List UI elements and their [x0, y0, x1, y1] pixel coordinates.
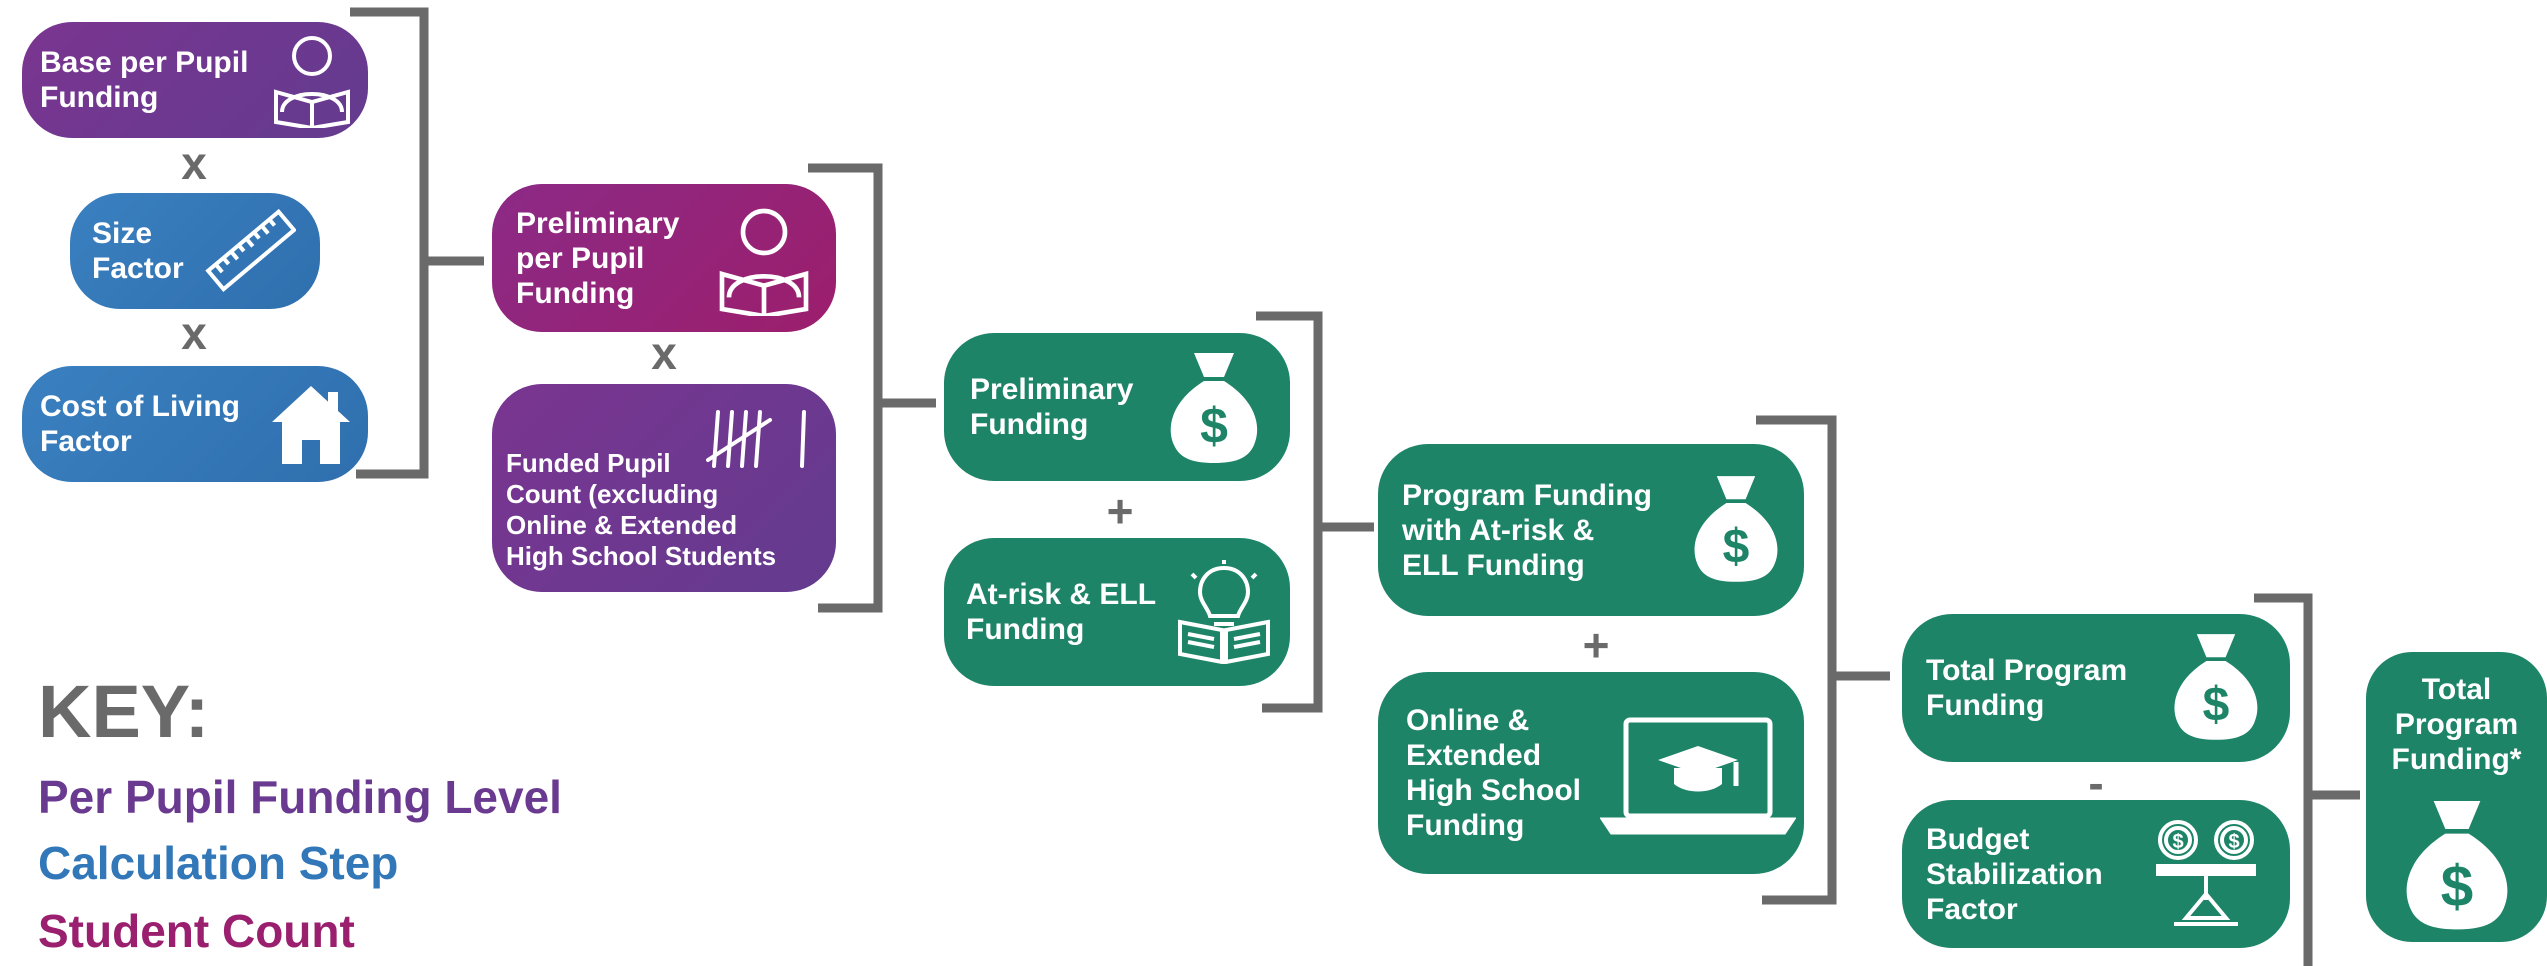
online-extended-hs-funding-node: Online & Extended High School Funding — [1378, 672, 1804, 874]
cost-of-living-factor-label: Cost of Living Factor — [40, 390, 240, 458]
student-reading-icon — [714, 204, 814, 316]
total-program-funding-node: Total Program Funding $ — [1902, 614, 2290, 762]
bracket-level-4 — [1756, 415, 1837, 905]
key-student-count: Student Count — [38, 905, 355, 957]
ruler-icon — [200, 207, 296, 297]
house-icon — [268, 382, 354, 466]
svg-text:$: $ — [1723, 521, 1750, 574]
student-reading-icon — [270, 32, 354, 128]
size-factor-label: Size Factor — [92, 217, 184, 285]
plus-operator-2: + — [1582, 619, 1610, 671]
total-program-funding-final-node: Total Program Funding* $ — [2366, 652, 2547, 942]
bracket-level-2 — [808, 163, 883, 613]
plus-operator-1: + — [1106, 485, 1134, 537]
budget-stabilization-factor-label: Budget Stabilization Factor — [1926, 822, 2103, 926]
money-bag-icon: $ — [1688, 470, 1784, 586]
preliminary-funding-node: Preliminary Funding $ — [944, 333, 1290, 481]
multiply-operator-1: x — [181, 137, 207, 189]
size-factor-node: Size Factor — [70, 193, 320, 309]
bracket-level-1 — [350, 7, 429, 479]
balance-scale-coins-icon: $ $ — [2150, 818, 2262, 928]
at-risk-ell-funding-node: At-risk & ELL Funding — [944, 538, 1290, 686]
base-per-pupil-funding-label: Base per Pupil Funding — [40, 46, 249, 114]
total-program-funding-label: Total Program Funding — [1926, 654, 2128, 722]
money-bag-icon: $ — [2168, 628, 2264, 744]
bracket-level-5 — [2254, 593, 2313, 966]
tally-marks-icon — [706, 404, 816, 474]
preliminary-per-pupil-funding-node: Preliminary per Pupil Funding — [492, 184, 836, 332]
key-per-pupil-funding-level: Per Pupil Funding Level — [38, 771, 562, 823]
money-bag-icon: $ — [2398, 794, 2516, 934]
bracket-level-3 — [1256, 311, 1323, 713]
svg-text:$: $ — [2441, 854, 2473, 919]
svg-text:$: $ — [2172, 831, 2183, 853]
laptop-graduation-cap-icon — [1600, 716, 1796, 836]
svg-text:$: $ — [2228, 831, 2239, 853]
multiply-operator-2: x — [181, 307, 207, 359]
key-title: KEY: — [38, 670, 210, 753]
total-program-funding-final-label: Total Program Funding* — [2391, 673, 2522, 776]
multiply-operator-3: x — [651, 327, 677, 379]
budget-stabilization-factor-node: Budget Stabilization Factor $ $ — [1902, 800, 2290, 948]
money-bag-icon: $ — [1164, 347, 1264, 467]
preliminary-funding-label: Preliminary Funding — [970, 373, 1134, 441]
key-calculation-step: Calculation Step — [38, 837, 399, 889]
program-funding-with-at-risk-node: Program Funding with At-risk & ELL Fundi… — [1378, 444, 1804, 616]
funded-pupil-count-label: Funded Pupil Count (excluding Online & E… — [506, 448, 777, 571]
online-extended-hs-funding-label: Online & Extended High School Funding — [1406, 704, 1581, 842]
program-funding-with-at-risk-label: Program Funding with At-risk & ELL Fundi… — [1402, 478, 1652, 582]
svg-text:$: $ — [2203, 679, 2230, 732]
lightbulb-book-icon — [1176, 560, 1272, 664]
preliminary-per-pupil-funding-label: Preliminary per Pupil Funding — [516, 206, 680, 310]
funded-pupil-count-node: Funded Pupil Count (excluding Online & E… — [492, 384, 836, 592]
cost-of-living-factor-node: Cost of Living Factor — [22, 366, 368, 482]
svg-text:$: $ — [1200, 398, 1228, 454]
at-risk-ell-funding-label: At-risk & ELL Funding — [966, 578, 1157, 646]
minus-operator: - — [2088, 757, 2104, 809]
base-per-pupil-funding-node: Base per Pupil Funding — [22, 22, 368, 138]
